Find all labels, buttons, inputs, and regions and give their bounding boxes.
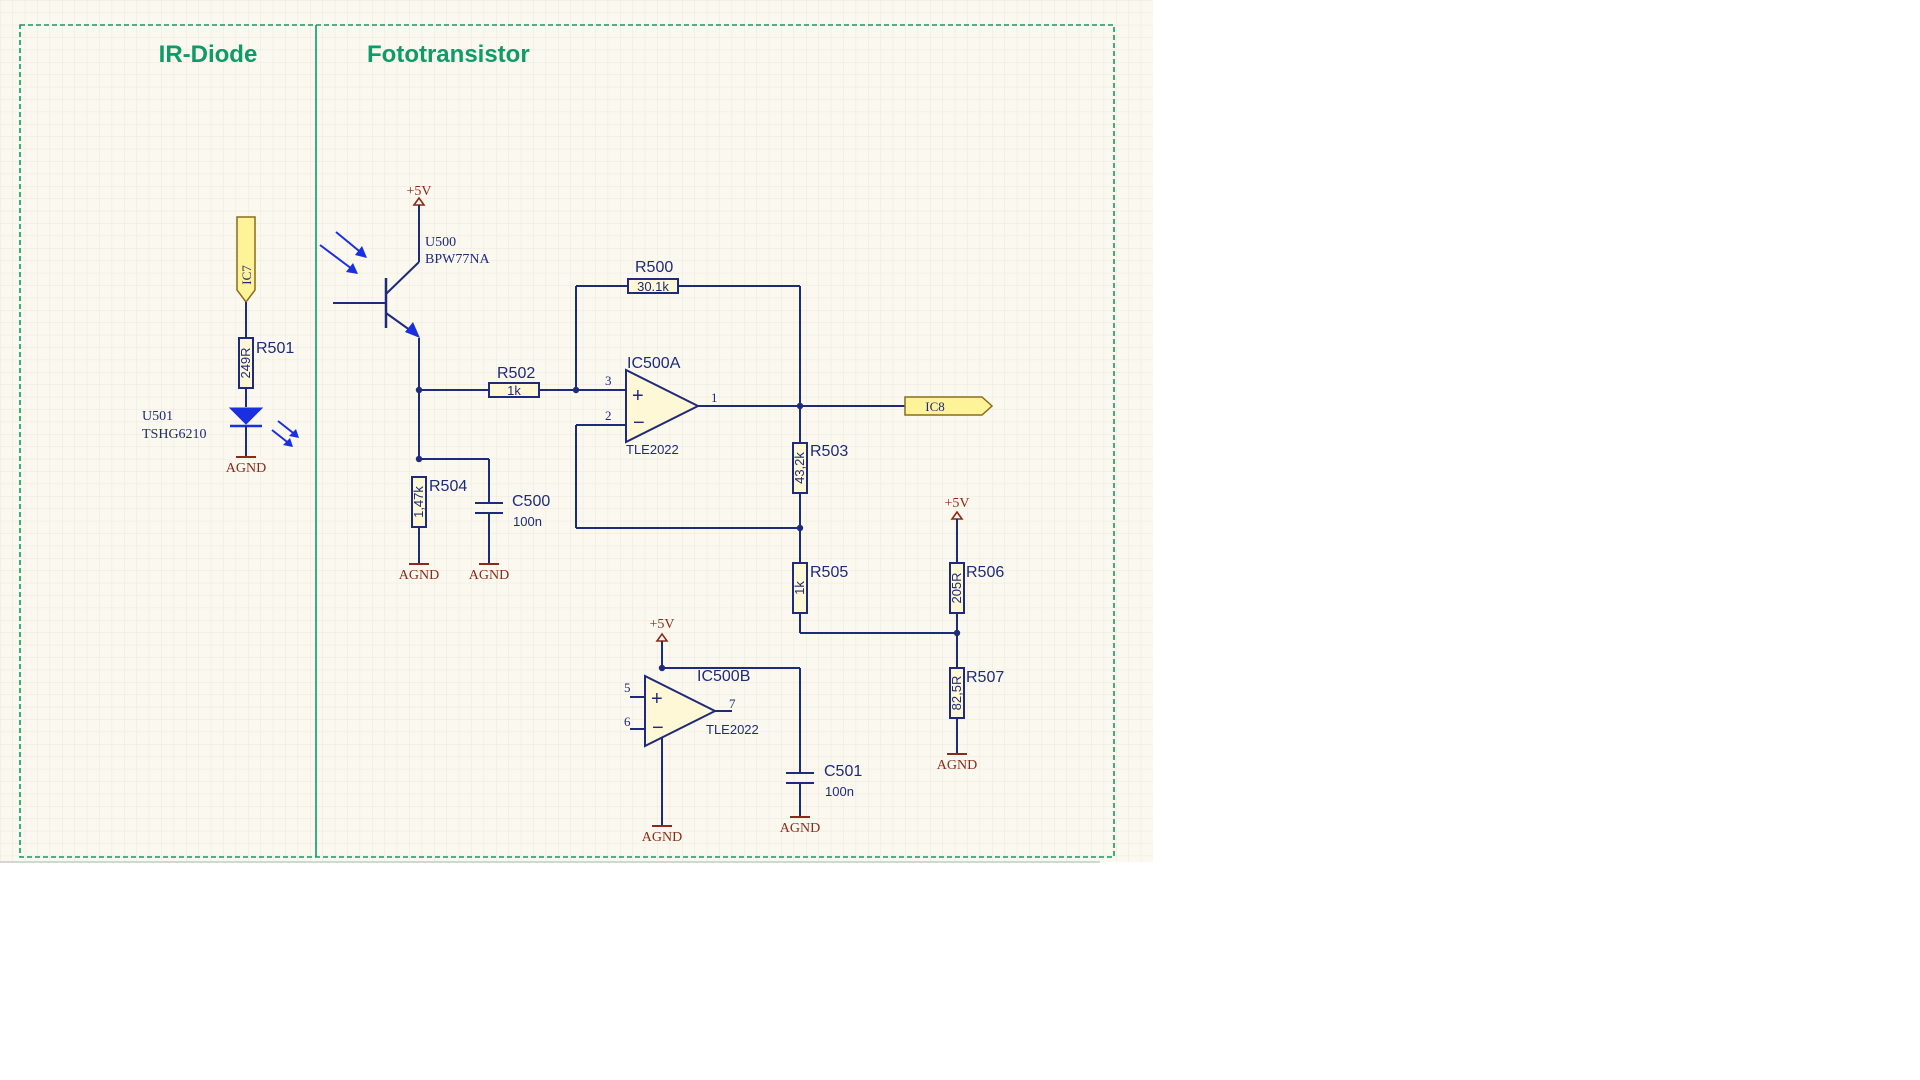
svg-text:+: + [632, 385, 644, 407]
r506-ref: R506 [966, 564, 1004, 581]
svg-text:AGND: AGND [780, 821, 820, 836]
r500-value: 30.1k [637, 279, 669, 294]
u500-part: BPW77NA [425, 252, 490, 267]
resistor-r501[interactable]: 249R [238, 337, 254, 389]
port-ic8[interactable]: IC8 [904, 396, 994, 416]
ic500b-part: TLE2022 [706, 722, 759, 737]
ic500a-pin3: 3 [605, 373, 612, 388]
c500-ref: C500 [512, 493, 550, 510]
resistor-r504[interactable]: 1,47k [411, 476, 427, 528]
r506-value: 205R [949, 572, 964, 603]
resistor-r503[interactable]: 43,2k [792, 442, 808, 494]
u501-ref: U501 [142, 409, 173, 424]
r505-value: 1k [792, 581, 807, 595]
svg-text:AGND: AGND [937, 758, 977, 773]
r504-value: 1,47k [411, 486, 426, 518]
r501-ref: R501 [256, 340, 294, 357]
agnd-symbol: AGND [937, 753, 977, 773]
resistor-r502[interactable]: 1k [488, 382, 540, 398]
svg-text:AGND: AGND [642, 830, 682, 845]
port-ic7[interactable]: IC7 [236, 216, 256, 304]
resistor-r506[interactable]: 205R [949, 562, 965, 614]
r503-value: 43,2k [792, 452, 807, 484]
port-ic7-label: IC7 [239, 265, 254, 285]
svg-text:−: − [652, 717, 664, 739]
r502-value: 1k [507, 383, 521, 398]
svg-text:+5V: +5V [649, 617, 674, 632]
svg-text:−: − [633, 412, 645, 434]
ic500a-pin1: 1 [711, 390, 718, 405]
svg-text:+5V: +5V [944, 496, 969, 511]
agnd-symbol: AGND [642, 825, 682, 845]
r504-ref: R504 [429, 478, 467, 495]
phototransistor-u500[interactable] [319, 231, 420, 338]
r500-ref: R500 [635, 259, 673, 276]
agnd-symbol: AGND [226, 456, 266, 476]
ic500a-ref: IC500A [627, 355, 681, 372]
ic500b-pin7: 7 [729, 696, 736, 711]
junctions [415, 386, 961, 672]
u500-ref: U500 [425, 235, 456, 250]
port-ic8-label: IC8 [925, 399, 945, 414]
opamp-ic500a[interactable]: + − [625, 368, 701, 444]
ic500a-pin2: 2 [605, 408, 612, 423]
opamp-ic500b[interactable]: + − [644, 674, 718, 748]
agnd-symbol: AGND [469, 563, 509, 583]
c501-ref: C501 [824, 763, 862, 780]
r507-ref: R507 [966, 669, 1004, 686]
svg-text:+5V: +5V [406, 184, 431, 199]
agnd-symbol: AGND [780, 816, 820, 836]
svg-text:AGND: AGND [469, 568, 509, 583]
svg-text:AGND: AGND [399, 568, 439, 583]
r503-ref: R503 [810, 443, 848, 460]
svg-text:+: + [651, 688, 663, 710]
r502-ref: R502 [497, 365, 535, 382]
region-frame [19, 24, 1115, 858]
ic500b-ref: IC500B [697, 668, 750, 685]
svg-text:AGND: AGND [226, 461, 266, 476]
r507-value: 82,5R [949, 676, 964, 711]
resistor-r500[interactable]: 30.1k [627, 278, 679, 294]
ic500b-pin5: 5 [624, 680, 631, 695]
r505-ref: R505 [810, 564, 848, 581]
ic500a-part: TLE2022 [626, 442, 679, 457]
resistor-r505[interactable]: 1k [792, 562, 808, 614]
resistor-r507[interactable]: 82,5R [949, 667, 965, 719]
r501-value: 249R [238, 347, 253, 378]
c501-value: 100n [825, 784, 854, 799]
ic500b-pin6: 6 [624, 714, 631, 729]
section-title-fototransistor: Fototransistor [367, 41, 530, 68]
c500-value: 100n [513, 514, 542, 529]
u501-part: TSHG6210 [142, 427, 207, 442]
agnd-symbol: AGND [399, 563, 439, 583]
section-title-ir-diode: IR-Diode [159, 41, 258, 68]
